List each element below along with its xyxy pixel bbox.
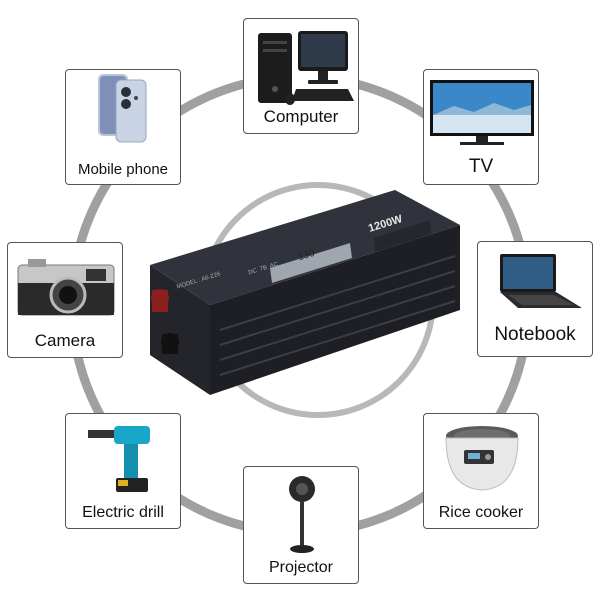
device-label: Projector <box>268 559 334 576</box>
device-card-notebook: Notebook <box>477 241 593 357</box>
device-label: Mobile phone <box>77 161 169 178</box>
device-label: Rice cooker <box>438 504 524 521</box>
desktop-computer-icon <box>258 31 354 105</box>
drill-icon <box>88 426 150 492</box>
power-inverter: 1200W 130 MODEL : A6-Z26 DC 7B AC <box>130 180 475 410</box>
device-card-rice-cooker: Rice cooker <box>423 413 539 529</box>
device-card-mobile-phone: Mobile phone <box>65 69 181 185</box>
camera-icon <box>17 259 115 316</box>
device-card-computer: Computer <box>243 18 359 134</box>
inverter-illustration <box>150 190 460 395</box>
device-card-electric-drill: Electric drill <box>65 413 181 529</box>
fan-projector-icon <box>289 476 315 553</box>
rice-cooker-icon <box>445 426 519 491</box>
smartphone-icon <box>98 74 147 143</box>
laptop-icon <box>500 254 582 308</box>
device-card-tv: TV <box>423 69 539 185</box>
television-icon <box>430 80 534 145</box>
device-label: Camera <box>34 331 96 350</box>
device-label: Electric drill <box>82 504 164 521</box>
device-card-camera: Camera <box>7 242 123 358</box>
device-label: Notebook <box>494 324 576 345</box>
device-label: TV <box>468 156 494 177</box>
device-label: Computer <box>263 107 339 126</box>
device-card-projector: Projector <box>243 466 359 584</box>
